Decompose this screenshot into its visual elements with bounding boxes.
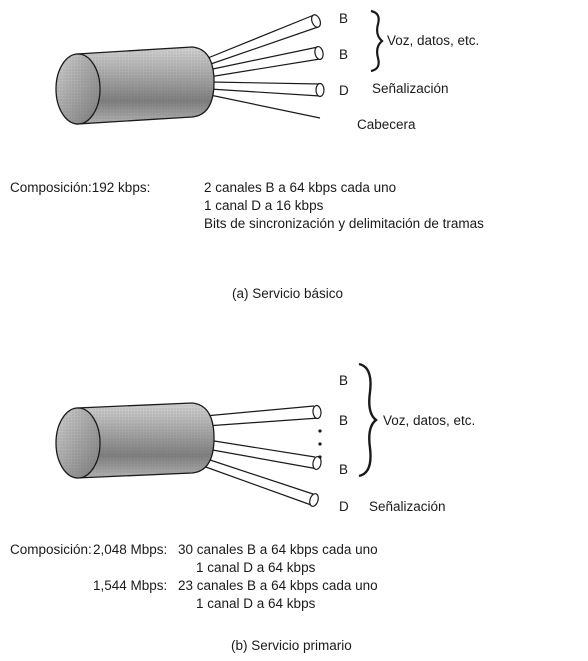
basic-d-wire: [209, 81, 325, 98]
basic-b1-label: B: [339, 11, 349, 26]
ellipsis-dot-3: [318, 455, 322, 459]
primary-rate2-line1: 23 canales B a 64 kbps cada uno: [178, 578, 378, 593]
primary-b3-label: B: [339, 462, 349, 477]
basic-composition-line1: 2 canales B a 64 kbps cada uno: [204, 180, 397, 195]
primary-rate2: 1,544 Mbps:: [93, 578, 168, 593]
basic-signal-label: Señalización: [372, 81, 449, 96]
primary-b2-label: B: [339, 413, 349, 428]
basic-header-wire: [209, 94, 321, 119]
basic-wires: [202, 14, 325, 119]
primary-d-wire: [202, 457, 319, 507]
basic-b1-wire: [202, 14, 322, 67]
primary-b1-label: B: [339, 373, 349, 388]
primary-voice-brace: [358, 362, 378, 478]
primary-rate1: 2,048 Mbps:: [93, 542, 168, 557]
basic-caption: (a) Servicio básico: [232, 286, 344, 301]
basic-voice-brace: [370, 9, 384, 73]
primary-signal-label: Señalización: [369, 499, 446, 514]
basic-d-label: D: [339, 83, 349, 98]
primary-wires: [202, 404, 322, 507]
primary-d-label: D: [339, 499, 349, 514]
ellipsis-dot-2: [318, 442, 322, 446]
basic-header-label: Cabecera: [357, 117, 416, 132]
basic-b2-wire: [207, 45, 324, 78]
basic-b2-label: B: [339, 47, 349, 62]
primary-voice-label: Voz, datos, etc.: [383, 413, 476, 428]
primary-b2-wire: [206, 439, 322, 471]
ellipsis-dot-1: [318, 429, 322, 433]
basic-composition-prefix: Composición:192 kbps:: [10, 180, 151, 195]
basic-voice-label: Voz, datos, etc.: [387, 33, 480, 48]
primary-rate1-line2: 1 canal D a 64 kbps: [196, 560, 316, 575]
basic-composition-line3: Bits de sincronización y delimitación de…: [204, 216, 484, 231]
primary-b1-wire: [204, 404, 322, 427]
primary-cable: [55, 402, 215, 479]
primary-rate1-line1: 30 canales B a 64 kbps cada uno: [178, 542, 378, 557]
basic-cable: [55, 46, 215, 125]
primary-rate2-line2: 1 canal D a 64 kbps: [196, 596, 316, 611]
basic-composition-line2: 1 canal D a 16 kbps: [204, 198, 324, 213]
primary-composition-prefix: Composición:: [10, 542, 92, 557]
primary-caption: (b) Servicio primario: [231, 638, 352, 653]
